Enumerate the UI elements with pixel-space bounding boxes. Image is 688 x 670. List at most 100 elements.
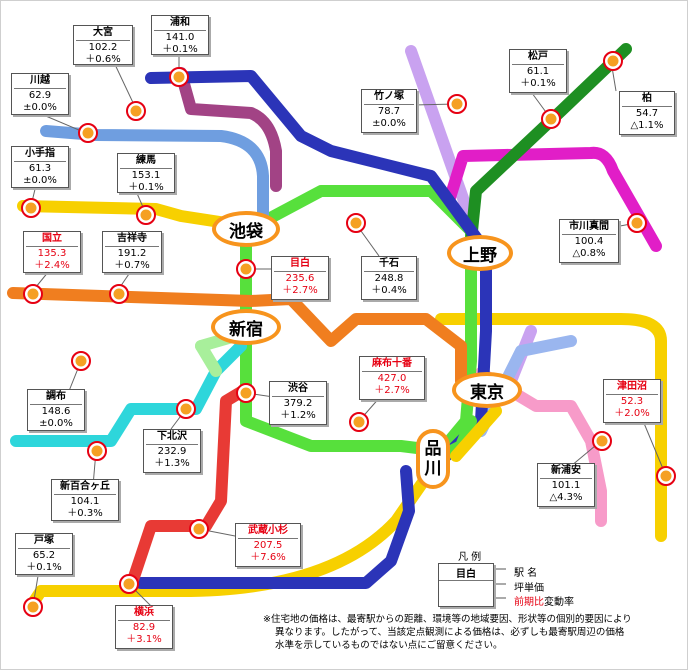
station-change: ＋0.1% [162, 44, 198, 55]
station-name: 国立 [26, 233, 78, 247]
station-change: ＋0.3% [67, 508, 103, 519]
station-name: 目白 [274, 258, 326, 272]
station-name: 横浜 [118, 607, 170, 621]
station-name: 竹ノ塚 [364, 91, 414, 105]
station-change: ±0.0% [23, 175, 57, 186]
line-orange [7, 287, 467, 387]
line-yellow-top [17, 200, 252, 232]
footnote-line-2: 異なります。したがって、当該定点観測による価格は、必ずしも最寄駅周辺の価格 [275, 627, 625, 638]
station-marker-dot [240, 387, 252, 399]
station-name: 麻布十番 [362, 358, 422, 372]
station-marker-dot [180, 403, 192, 415]
station-name: 新百合ヶ丘 [54, 481, 116, 495]
legend-sample-station: 目白 [439, 565, 493, 581]
station-price: 82.9 [132, 622, 156, 633]
footnote: ※住宅地の価格は、最寄駅からの距離、環境等の地域要因、形状等の個別的要因により … [263, 613, 673, 652]
legend-item-name: 駅 名 [514, 568, 538, 579]
station-marker-dot [75, 355, 87, 367]
station-marker-dot [123, 578, 135, 590]
station-change: ＋2.7% [282, 285, 318, 296]
station-marker-dot [91, 445, 103, 457]
station-price: 141.0 [165, 32, 195, 43]
hub-shinagawa-1: 品 [424, 439, 442, 459]
station-marker-dot [27, 288, 39, 300]
legend-item-change-red: 前期比 [514, 597, 544, 608]
station-change: △1.1% [630, 120, 664, 131]
legend-item-price: 坪単価 [514, 583, 544, 594]
station-name: 練馬 [120, 155, 172, 169]
station-name: 吉祥寺 [105, 233, 159, 247]
line-yellow-shinagawa [450, 405, 502, 462]
line-yellow-right [435, 313, 667, 542]
station-price: 102.2 [88, 42, 118, 53]
station-price: 52.3 [620, 396, 644, 407]
station-marker-dot [113, 288, 125, 300]
station-change: ＋3.1% [126, 634, 162, 645]
station-price: 153.1 [131, 170, 161, 181]
station-price: 232.9 [157, 446, 187, 457]
station-price: 191.2 [117, 248, 147, 259]
station-change: ＋7.6% [250, 552, 286, 563]
line-navy-lower [135, 465, 415, 589]
line-darkgreen [465, 43, 632, 247]
station-name: 調布 [30, 391, 82, 405]
station-change: ＋2.7% [374, 385, 410, 396]
station-price: 135.3 [37, 248, 67, 259]
station-name: 下北沢 [146, 431, 198, 445]
footnote-line-3: 水準を示しているものではない点にご留意ください。 [275, 640, 503, 651]
station-price: 248.8 [374, 273, 404, 284]
station-price: 207.5 [253, 540, 283, 551]
station-change: ±0.0% [23, 102, 57, 113]
station-name: 武蔵小杉 [238, 525, 298, 539]
station-name: 渋谷 [272, 383, 324, 397]
station-change: ＋1.3% [154, 458, 190, 469]
station-change: ＋1.2% [280, 410, 316, 421]
station-name: 大宮 [76, 27, 130, 41]
station-marker-dot [545, 113, 557, 125]
station-price: 61.3 [28, 163, 52, 174]
station-name: 松戸 [512, 51, 564, 65]
station-marker-dot [353, 416, 365, 428]
station-price: 61.1 [526, 66, 550, 77]
hub-tokyo: 東京 [452, 372, 522, 408]
station-change: ＋0.1% [128, 182, 164, 193]
line-red [125, 383, 252, 592]
station-change: ＋0.1% [520, 78, 556, 89]
station-price: 78.7 [377, 106, 401, 117]
station-change: △4.3% [549, 492, 583, 503]
station-price: 101.1 [551, 480, 581, 491]
station-name: 津田沼 [606, 381, 658, 395]
hub-shinjuku: 新宿 [211, 309, 281, 345]
station-name: 浦和 [154, 17, 206, 31]
station-marker-dot [140, 209, 152, 221]
station-change: △0.8% [572, 248, 606, 259]
line-magenta [443, 146, 662, 252]
line-pink [475, 367, 607, 527]
station-name: 新浦安 [540, 465, 592, 479]
line-lightblue [40, 125, 269, 227]
legend-title: 凡 例 [458, 552, 482, 563]
station-price: 65.2 [32, 550, 56, 561]
line-palegreen-west [195, 340, 222, 377]
station-price: 379.2 [283, 398, 313, 409]
station-marker-dot [27, 601, 39, 613]
station-name: 戸塚 [18, 535, 70, 549]
